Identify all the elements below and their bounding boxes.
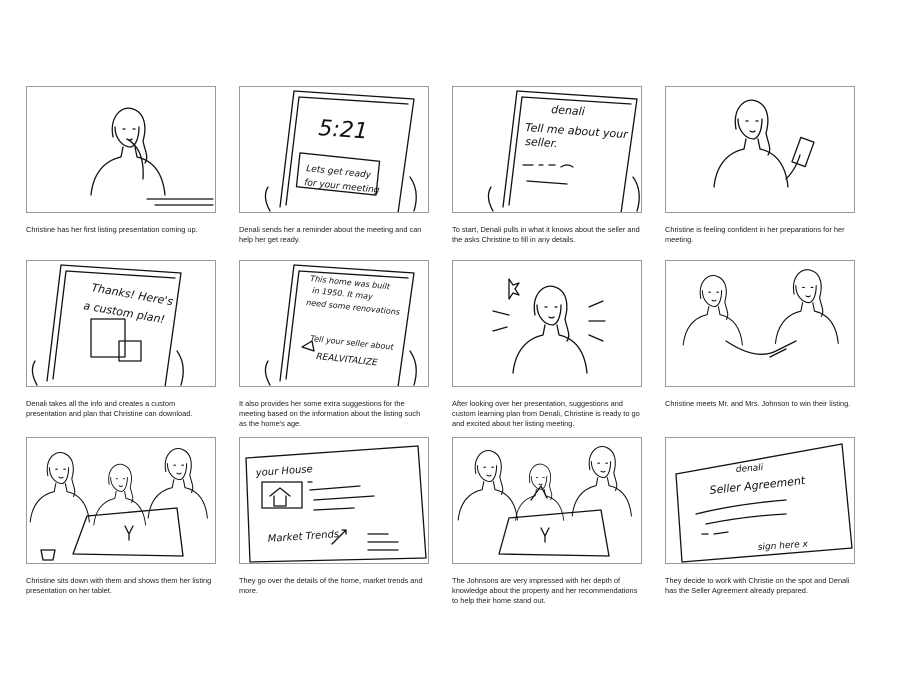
sketch-frame [665, 86, 855, 213]
sketch-frame [452, 260, 642, 387]
handshake-sketch [682, 269, 839, 358]
storyboard-panel: After looking over her presentation, sug… [452, 260, 644, 429]
woman-phone-sketch [713, 99, 815, 188]
sketch-text: 5:21 [318, 116, 369, 144]
sketch-text: REALVITALIZE [316, 352, 379, 368]
woman-excited-sketch [492, 278, 606, 374]
sketch-frame [452, 437, 642, 564]
storyboard-panel: Christine meets Mr. and Mrs. Johnson to … [665, 260, 857, 409]
panel-caption: Christine has her first listing presenta… [26, 225, 198, 234]
panel-caption: To start, Denali pulls in what it knows … [452, 225, 640, 244]
sketch-text: your House [254, 464, 313, 479]
sketch-text: Market Trends [267, 529, 339, 545]
storyboard-panel: Christine sits down with them and shows … [26, 437, 218, 596]
sketch-text: Seller Agreement [709, 474, 806, 497]
sketch-text: for your meeting [304, 178, 381, 196]
panel-caption: After looking over her presentation, sug… [452, 399, 640, 428]
woman-thinking-sketch [90, 107, 214, 206]
panel-caption: Christine is feeling confident in her pr… [665, 225, 845, 244]
sketch-text: seller. [525, 135, 558, 150]
sketch-text: sign here x [758, 539, 809, 553]
three-people-impressed-sketch [457, 446, 632, 557]
three-people-tablet-sketch [29, 448, 208, 561]
panel-caption: Denali takes all the info and creates a … [26, 399, 193, 418]
panel-caption: They decide to work with Christie on the… [665, 576, 850, 595]
phone-plan-sketch: Thanks! Here'sa custom plan! [31, 264, 184, 386]
sketch-frame [26, 437, 216, 564]
panel-caption: Christine meets Mr. and Mrs. Johnson to … [665, 399, 851, 408]
sketch-frame [665, 260, 855, 387]
sketch-text: Tell your seller about [310, 334, 395, 352]
panel-caption: They go over the details of the home, ma… [239, 576, 423, 595]
sketch-text: denali [551, 103, 585, 118]
sketch-frame [26, 86, 216, 213]
storyboard-panel: Christine is feeling confident in her pr… [665, 86, 857, 245]
panel-caption: Christine sits down with them and shows … [26, 576, 212, 595]
storyboard-panel: Christine has her first listing presenta… [26, 86, 218, 235]
panel-caption: The Johnsons are very impressed with her… [452, 576, 638, 605]
panel-caption: Denali sends her a reminder about the me… [239, 225, 422, 244]
sketch-text: denali [736, 463, 765, 475]
storyboard-panel: The Johnsons are very impressed with her… [452, 437, 644, 606]
sketch-text: need some renovations [306, 298, 401, 317]
panel-caption: It also provides her some extra suggesti… [239, 399, 421, 428]
